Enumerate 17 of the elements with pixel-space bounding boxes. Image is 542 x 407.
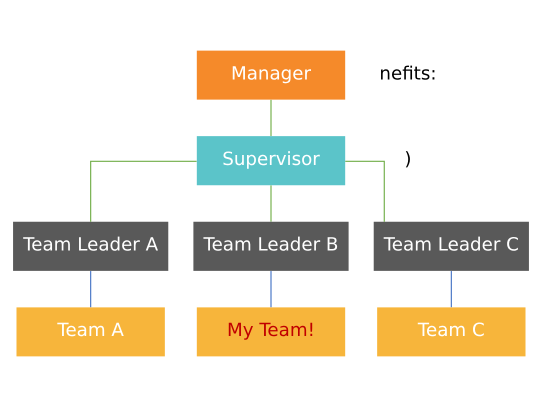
node-box: Team Leader A — [13, 222, 168, 271]
node-box: My Team! — [196, 307, 346, 356]
connector — [90, 271, 92, 308]
node-box: Team Leader C — [374, 222, 529, 271]
connector — [90, 160, 197, 222]
connector — [345, 160, 385, 222]
connector — [450, 271, 452, 308]
node-box: Supervisor — [196, 136, 346, 186]
node-box: Team A — [16, 307, 165, 356]
node-box: Team Leader B — [193, 222, 349, 271]
label: nefits: — [379, 63, 437, 84]
node-box: Manager — [196, 50, 346, 100]
node-box: Team C — [377, 307, 526, 356]
connector — [270, 185, 272, 222]
connector — [270, 271, 272, 308]
connector — [270, 100, 272, 136]
label: ) — [404, 149, 412, 170]
